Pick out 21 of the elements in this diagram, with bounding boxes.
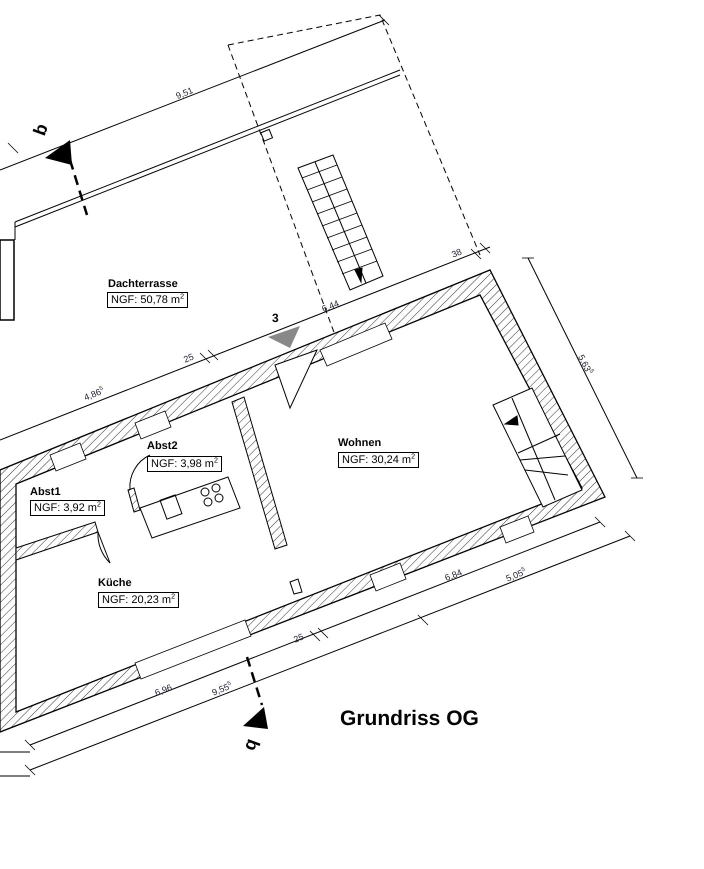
room-name: Abst2	[147, 440, 178, 452]
dimension-text: 25	[182, 352, 196, 366]
plan-title: Grundriss OG	[340, 707, 479, 731]
dimension-text: 38	[450, 247, 464, 260]
dimension-text: 6,96	[154, 683, 174, 699]
room-name: Abst1	[30, 486, 61, 498]
room-area-label: NGF: 30,24 m$^{2}$	[338, 452, 420, 468]
room-area-label: NGF: 3,98 m$^{2}$	[147, 456, 222, 472]
section-mark-letter: b	[30, 121, 53, 138]
room-area-label: NGF: 3,92 m$^{2}$	[30, 500, 105, 516]
room-area-label: NGF: 20,23 m$^{2}$	[98, 592, 180, 608]
view-number: 3	[272, 312, 279, 326]
room-area-label: NGF: 50,78 m$^{2}$	[107, 292, 188, 308]
section-mark-letter: b	[240, 736, 263, 754]
room-name: Dachterrasse	[108, 278, 178, 290]
dimension-text: 6,84	[444, 568, 464, 584]
dimension-text: 25	[292, 632, 306, 646]
room-name: Wohnen	[338, 437, 382, 450]
dimension-text: 6,44	[320, 299, 341, 315]
room-name: Küche	[98, 577, 132, 590]
dimension-text: 9,51	[174, 86, 195, 102]
